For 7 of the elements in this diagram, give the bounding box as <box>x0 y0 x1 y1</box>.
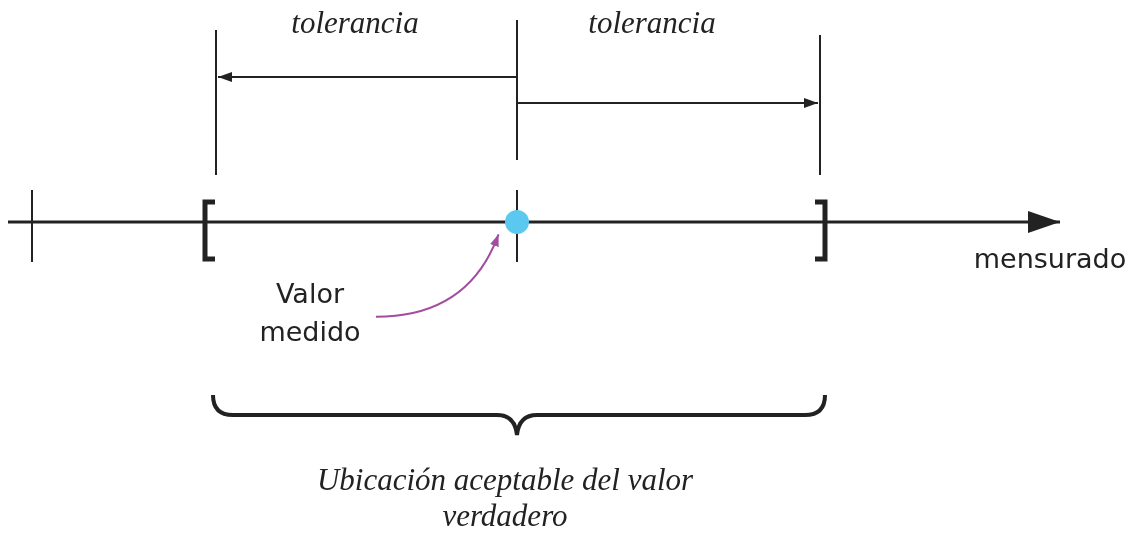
leader-line <box>375 233 500 318</box>
brace-label: Ubicación aceptable del valor verdadero <box>315 462 695 534</box>
dimension-label: tolerancia <box>290 5 420 41</box>
axis-label: mensurado <box>972 243 1128 274</box>
measured-point <box>505 210 529 234</box>
dimension-label: tolerancia <box>587 5 717 41</box>
node-label: Valor medido <box>240 275 380 351</box>
